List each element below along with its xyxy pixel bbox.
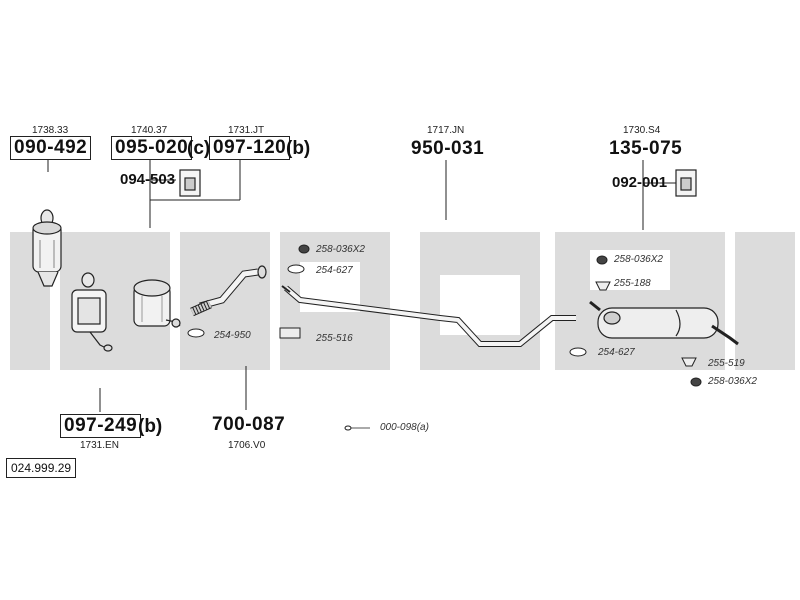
- catalyst-top: [32, 209, 62, 287]
- label-255-519[interactable]: 255-519: [708, 358, 745, 369]
- mount-094-503[interactable]: 094-503: [120, 171, 176, 188]
- label-254-950[interactable]: 254-950: [214, 330, 251, 341]
- reference-number: 024.999.29: [6, 458, 77, 478]
- code-1717-jn: 1717.JN: [427, 125, 465, 136]
- part-097-120[interactable]: 097-120: [209, 136, 291, 160]
- part-090-492[interactable]: 090-492: [10, 136, 92, 160]
- part-135-075[interactable]: 135-075: [609, 138, 683, 159]
- label-255-188[interactable]: 255-188: [614, 278, 651, 289]
- label-000-098a[interactable]: 000-098(a): [380, 422, 429, 433]
- code-1740-37: 1740.37: [131, 125, 168, 136]
- label-258-036x2-b[interactable]: 258-036X2: [614, 254, 663, 265]
- part-950-031[interactable]: 950-031: [411, 138, 485, 159]
- label-254-627-b[interactable]: 254-627: [598, 347, 635, 358]
- part-097-249[interactable]: 097-249: [60, 414, 142, 438]
- part-700-087[interactable]: 700-087: [212, 414, 286, 435]
- code-1706-v0: 1706.V0: [228, 440, 266, 451]
- middle-pipe: [281, 285, 576, 347]
- code-1731-jt: 1731.JT: [228, 125, 265, 136]
- part-095-020[interactable]: 095-020: [111, 136, 193, 160]
- suffix-b: (b): [286, 138, 311, 159]
- particulate-filter: [71, 272, 113, 352]
- code-1730-s4: 1730.S4: [623, 125, 661, 136]
- front-pipe: [190, 265, 267, 317]
- label-254-627-a[interactable]: 254-627: [316, 265, 353, 276]
- suffix-b-lower: (b): [138, 416, 163, 437]
- label-258-036x2-c[interactable]: 258-036X2: [708, 376, 757, 387]
- hardware-icons: [187, 244, 702, 431]
- suffix-c: (c): [187, 138, 211, 159]
- label-255-516[interactable]: 255-516: [316, 333, 353, 344]
- catalyst-middle: [133, 279, 181, 328]
- label-258-036x2-a[interactable]: 258-036X2: [316, 244, 365, 255]
- rear-silencer: [589, 300, 739, 346]
- code-1738-33: 1738.33: [32, 125, 69, 136]
- background-band: [10, 232, 795, 370]
- mount-092-001[interactable]: 092-001: [612, 174, 668, 191]
- code-1731-en: 1731.EN: [80, 440, 119, 451]
- mount-bracket-icons: [179, 169, 697, 197]
